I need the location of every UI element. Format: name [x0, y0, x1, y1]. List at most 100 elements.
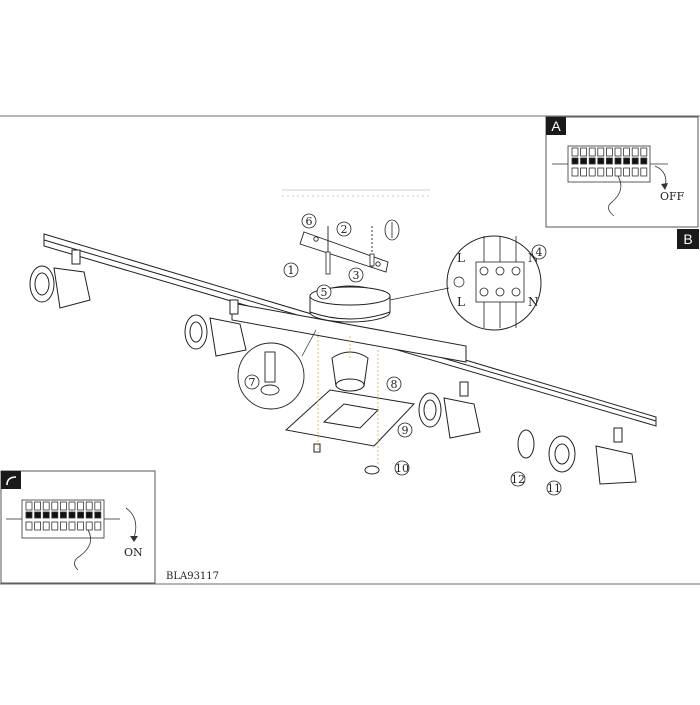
step-number-circle — [336, 221, 352, 237]
fuse-box-icon — [6, 499, 120, 539]
fuse-top-cell — [631, 147, 639, 157]
fuse-top-cell — [77, 501, 84, 511]
fuse-top-cell — [588, 147, 596, 157]
hand-icon — [74, 529, 92, 571]
ceiling-canopy — [309, 285, 391, 323]
step-number: 11 — [547, 482, 561, 495]
panel-c-letter-glyph — [6, 476, 17, 486]
fuse-bottom-cell — [640, 167, 648, 177]
step-number-circle — [546, 480, 562, 496]
fuse-switch — [60, 511, 67, 519]
panel-a-letter: A — [551, 118, 561, 134]
fuse-top-cell — [597, 147, 605, 157]
step-number-circle — [397, 422, 413, 438]
step-number: 4 — [536, 246, 543, 259]
on-label: ON — [124, 546, 143, 559]
fuse-top-cell — [94, 501, 102, 511]
terminal-n-top: N — [528, 251, 539, 265]
fuse-switch — [68, 511, 76, 519]
fuse-bottom-cell — [597, 167, 605, 177]
fuse-switch — [42, 511, 50, 519]
fuse-switch — [571, 157, 579, 165]
fuse-switch — [85, 511, 93, 519]
fuse-box-icon — [552, 145, 668, 183]
step-number: 10 — [395, 462, 409, 475]
panel-b-badge: B — [677, 229, 699, 249]
fuse-switch — [606, 157, 613, 165]
model-code: BLA93117 — [166, 571, 219, 582]
fuse-bottom-cell — [68, 521, 76, 531]
fuse-bottom-cell — [42, 521, 50, 531]
step-number: 2 — [341, 223, 348, 236]
fuse-top-cell — [25, 501, 33, 511]
panel-a-badge — [546, 117, 566, 135]
fuse-bottom-cell — [631, 167, 639, 177]
fuse-top-cell — [614, 147, 622, 157]
step-number: 8 — [391, 378, 398, 391]
fuse-switch — [580, 157, 587, 165]
step-number-circle — [386, 376, 402, 392]
fuse-bottom-cell — [571, 167, 579, 177]
fuse-switch — [34, 511, 41, 519]
fuse-switch — [94, 511, 102, 519]
fuse-top-cell — [60, 501, 67, 511]
fuse-top-cell — [606, 147, 613, 157]
fuse-top-cell — [42, 501, 50, 511]
square-cover-plate — [284, 351, 416, 475]
spotlight-3 — [418, 381, 481, 439]
step-number-circle — [394, 460, 410, 476]
step-number-circle — [283, 262, 299, 278]
ground-icon — [453, 276, 465, 288]
fuse-switch — [25, 511, 33, 519]
fuse-switch — [623, 157, 630, 165]
panel-b-letter: B — [683, 231, 692, 247]
track-rail — [43, 233, 657, 427]
step-number: 9 — [402, 424, 409, 437]
screw-zoom — [237, 329, 317, 410]
step-number: 1 — [288, 264, 295, 277]
fuse-bottom-cell — [606, 167, 613, 177]
fuse-top-cell — [640, 147, 648, 157]
step-number-circle — [510, 471, 526, 487]
fuse-switch — [51, 511, 59, 519]
rotate-arrow-icon — [125, 507, 137, 539]
panel-c-badge — [1, 471, 21, 489]
fuse-bottom-cell — [94, 521, 102, 531]
fuse-switch — [614, 157, 622, 165]
step-number: 3 — [353, 269, 360, 282]
step-number-circle — [301, 213, 317, 229]
off-label: OFF — [660, 190, 685, 203]
fuse-top-cell — [580, 147, 587, 157]
fuse-bottom-cell — [51, 521, 59, 531]
spotlight-2 — [184, 299, 247, 357]
fuse-switch — [640, 157, 648, 165]
fuse-switch — [631, 157, 639, 165]
fuse-top-cell — [623, 147, 630, 157]
fuse-bottom-cell — [623, 167, 630, 177]
fuse-top-cell — [51, 501, 59, 511]
fuse-bottom-cell — [614, 167, 622, 177]
spotlight-4 — [517, 427, 637, 485]
hand-icon — [608, 175, 622, 217]
step-number-circle — [244, 374, 260, 390]
fuse-bottom-cell — [588, 167, 596, 177]
terminal-block-zoom: L N L N — [389, 235, 542, 331]
arrow-head-icon — [661, 183, 668, 190]
panel-c-fuse-on: ON — [0, 470, 156, 584]
step-number-circle — [348, 267, 364, 283]
fuse-top-cell — [85, 501, 93, 511]
fuse-bottom-cell — [60, 521, 67, 531]
step-number: 12 — [511, 473, 525, 486]
spotlight-1 — [29, 249, 91, 309]
step-number-circle — [531, 244, 547, 260]
terminal-n-bottom: N — [528, 295, 539, 309]
terminal-l-top: L — [457, 251, 465, 265]
ceiling-hatching — [282, 189, 430, 197]
step-number: 5 — [321, 286, 328, 299]
fuse-top-cell — [571, 147, 579, 157]
fuse-switch — [77, 511, 84, 519]
fuse-top-cell — [68, 501, 76, 511]
